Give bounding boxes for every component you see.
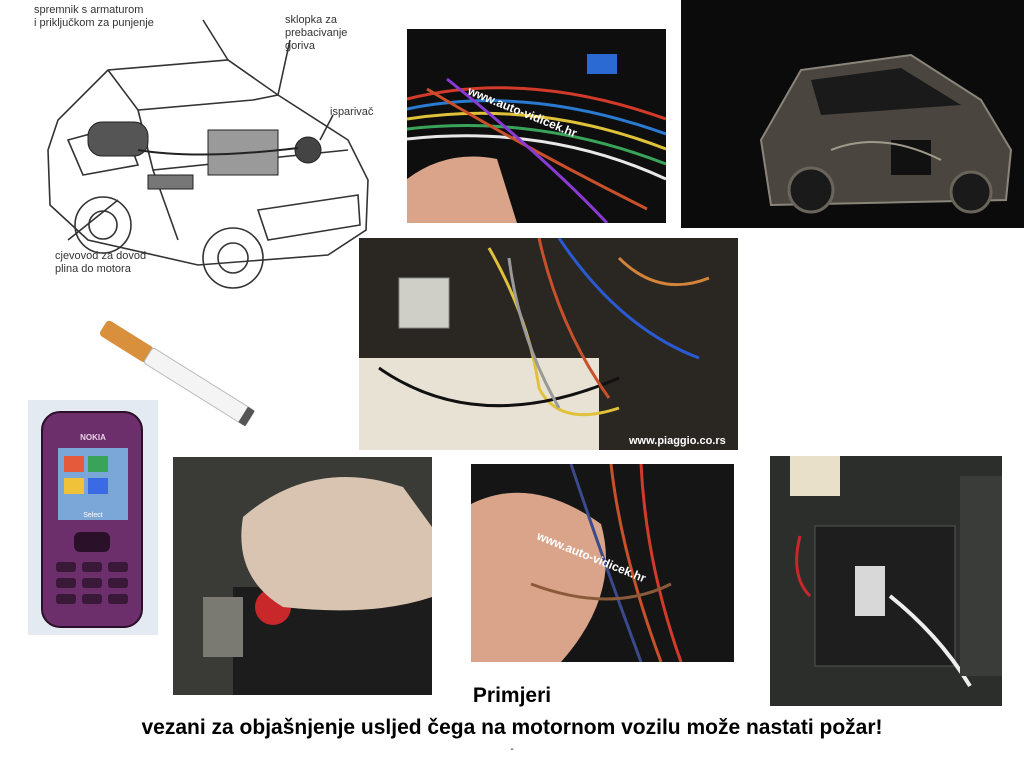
phone-brand: NOKIA: [80, 433, 106, 442]
label-lpg-tank: spremnik s armaturom i priključkom za pu…: [34, 4, 154, 29]
lpg-system-diagram: [28, 0, 378, 300]
wires-photo-center: www.piaggio.co.rs: [359, 238, 738, 450]
wires-photo-top: www.auto-vidicek.hr: [407, 29, 666, 223]
watermark-center: www.piaggio.co.rs: [628, 435, 726, 447]
phone-softkey: Select: [83, 512, 103, 519]
caption-dash: -: [510, 744, 514, 755]
cigarette-image: [85, 308, 270, 438]
label-evaporator: isparivač: [330, 106, 374, 118]
label-gas-pipe: cjevovod za dovod plina do motora: [55, 250, 147, 275]
wires-hand-photo: www.auto-vidicek.hr: [471, 464, 734, 662]
label-fuel-switch: sklopka za prebacivanje goriva: [285, 14, 348, 52]
burnt-car-photo: [681, 0, 1024, 228]
battery-hand-photo: [173, 457, 432, 695]
caption-subtitle: vezani za objašnjenje usljed čega na mot…: [141, 716, 883, 739]
engine-bay-battery-photo: [770, 456, 1002, 706]
caption-title: Primjeri: [472, 684, 552, 707]
mobile-phone-image: NOKIA Select: [28, 400, 158, 635]
car-line-drawing: [28, 0, 378, 300]
